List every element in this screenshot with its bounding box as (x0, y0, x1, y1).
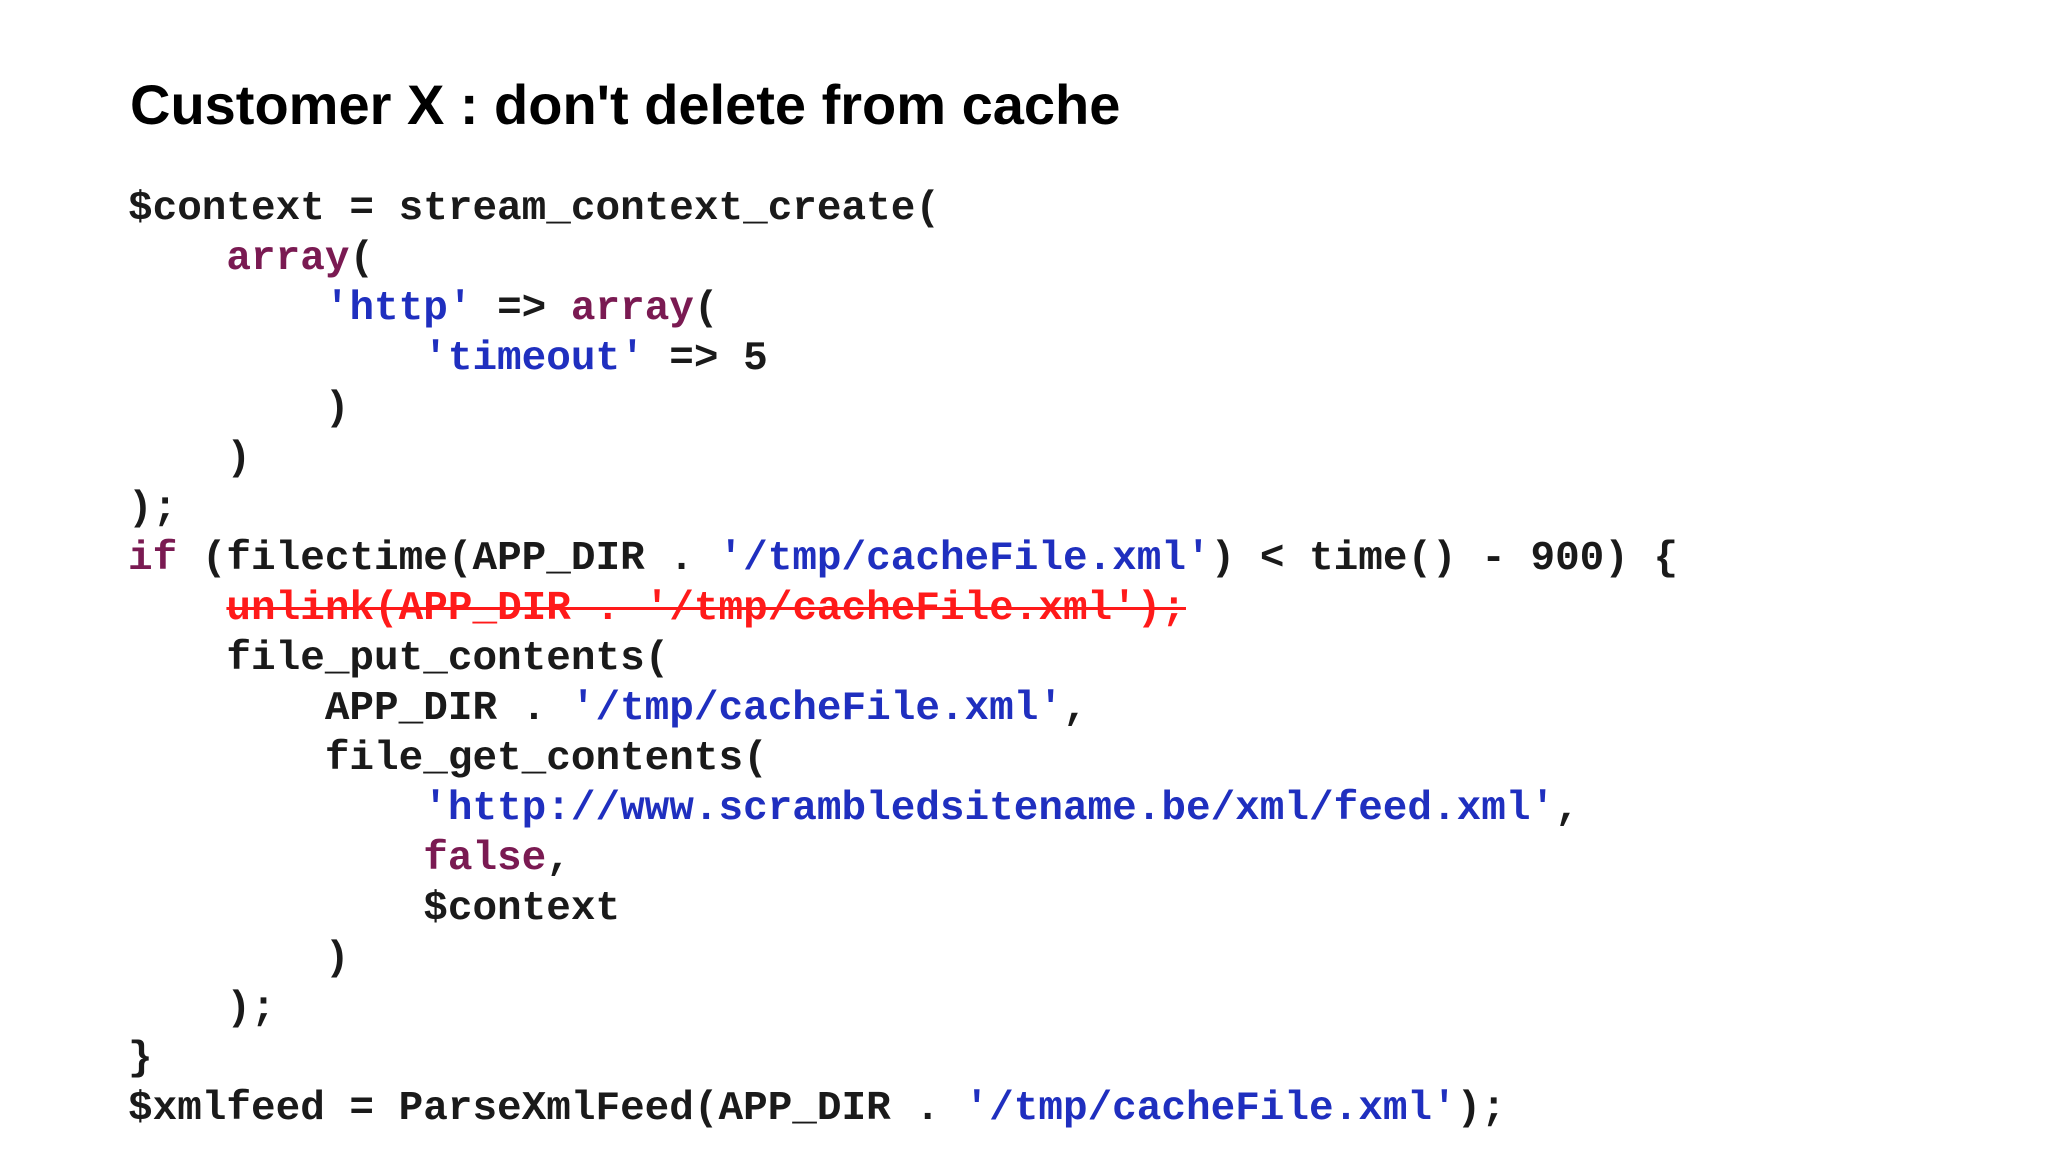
code-text (128, 236, 226, 282)
code-text: APP_DIR . (128, 686, 571, 732)
code-text (128, 786, 423, 832)
code-text (128, 836, 423, 882)
code-text: $context = stream_context_create( (128, 186, 940, 232)
code-keyword: array (226, 236, 350, 282)
code-line: 'http' => array( (128, 284, 1678, 334)
code-text: } (128, 1036, 153, 1082)
code-line: ); (128, 484, 1678, 534)
code-line: $context = stream_context_create( (128, 184, 1678, 234)
code-line: unlink(APP_DIR . '/tmp/cacheFile.xml'); (128, 584, 1678, 634)
code-text: $xmlfeed = ParseXmlFeed(APP_DIR . (128, 1086, 965, 1132)
code-text: , (1555, 786, 1580, 832)
code-line: false, (128, 834, 1678, 884)
code-string: '/tmp/cacheFile.xml' (964, 1086, 1457, 1132)
code-line: ) (128, 384, 1678, 434)
code-keyword: if (128, 536, 178, 582)
code-string: '/tmp/cacheFile.xml' (718, 536, 1211, 582)
code-line: } (128, 1034, 1678, 1084)
code-text: ); (1456, 1086, 1506, 1132)
code-line: $context (128, 884, 1678, 934)
code-text: ) (128, 936, 350, 982)
code-text: => (472, 286, 571, 332)
code-text: file_get_contents( (128, 736, 768, 782)
code-text: ( (349, 236, 375, 282)
code-block: $context = stream_context_create( array(… (128, 184, 1678, 1134)
code-string: 'http' (324, 286, 473, 332)
code-line: ); (128, 984, 1678, 1034)
code-line: 'http://www.scrambledsitename.be/xml/fee… (128, 784, 1678, 834)
code-text: ) (128, 436, 252, 482)
code-line: file_get_contents( (128, 734, 1678, 784)
code-text: ); (128, 486, 178, 532)
code-line: $xmlfeed = ParseXmlFeed(APP_DIR . '/tmp/… (128, 1084, 1678, 1134)
code-text: , (1062, 686, 1088, 732)
code-string: '/tmp/cacheFile.xml' (570, 686, 1063, 732)
code-text: (filectime(APP_DIR . (177, 536, 719, 582)
code-text: ) (128, 386, 350, 432)
code-text (128, 586, 226, 632)
code-text: ) < time() - 900) { (1210, 536, 1679, 582)
code-line: 'timeout' => 5 (128, 334, 1678, 384)
code-line: file_put_contents( (128, 634, 1678, 684)
code-keyword: array (570, 286, 694, 332)
code-line: ) (128, 434, 1678, 484)
code-text: , (546, 836, 571, 882)
code-text: file_put_contents( (128, 636, 670, 682)
code-keyword: false (423, 836, 547, 882)
code-line: ) (128, 934, 1678, 984)
slide-title: Customer X : don't delete from cache (130, 73, 1121, 136)
code-line: array( (128, 234, 1678, 284)
code-text: ( (693, 286, 719, 332)
code-text (128, 336, 423, 382)
code-text (128, 286, 325, 332)
code-string: 'http://www.scrambledsitename.be/xml/fee… (423, 786, 1556, 832)
code-text: $context (128, 886, 621, 932)
code-line: APP_DIR . '/tmp/cacheFile.xml', (128, 684, 1678, 734)
code-line: if (filectime(APP_DIR . '/tmp/cacheFile.… (128, 534, 1678, 584)
code-text: => 5 (644, 336, 768, 382)
code-removed: unlink(APP_DIR . '/tmp/cacheFile.xml'); (226, 586, 1186, 632)
code-string: 'timeout' (423, 336, 645, 382)
code-text: ); (128, 986, 276, 1032)
